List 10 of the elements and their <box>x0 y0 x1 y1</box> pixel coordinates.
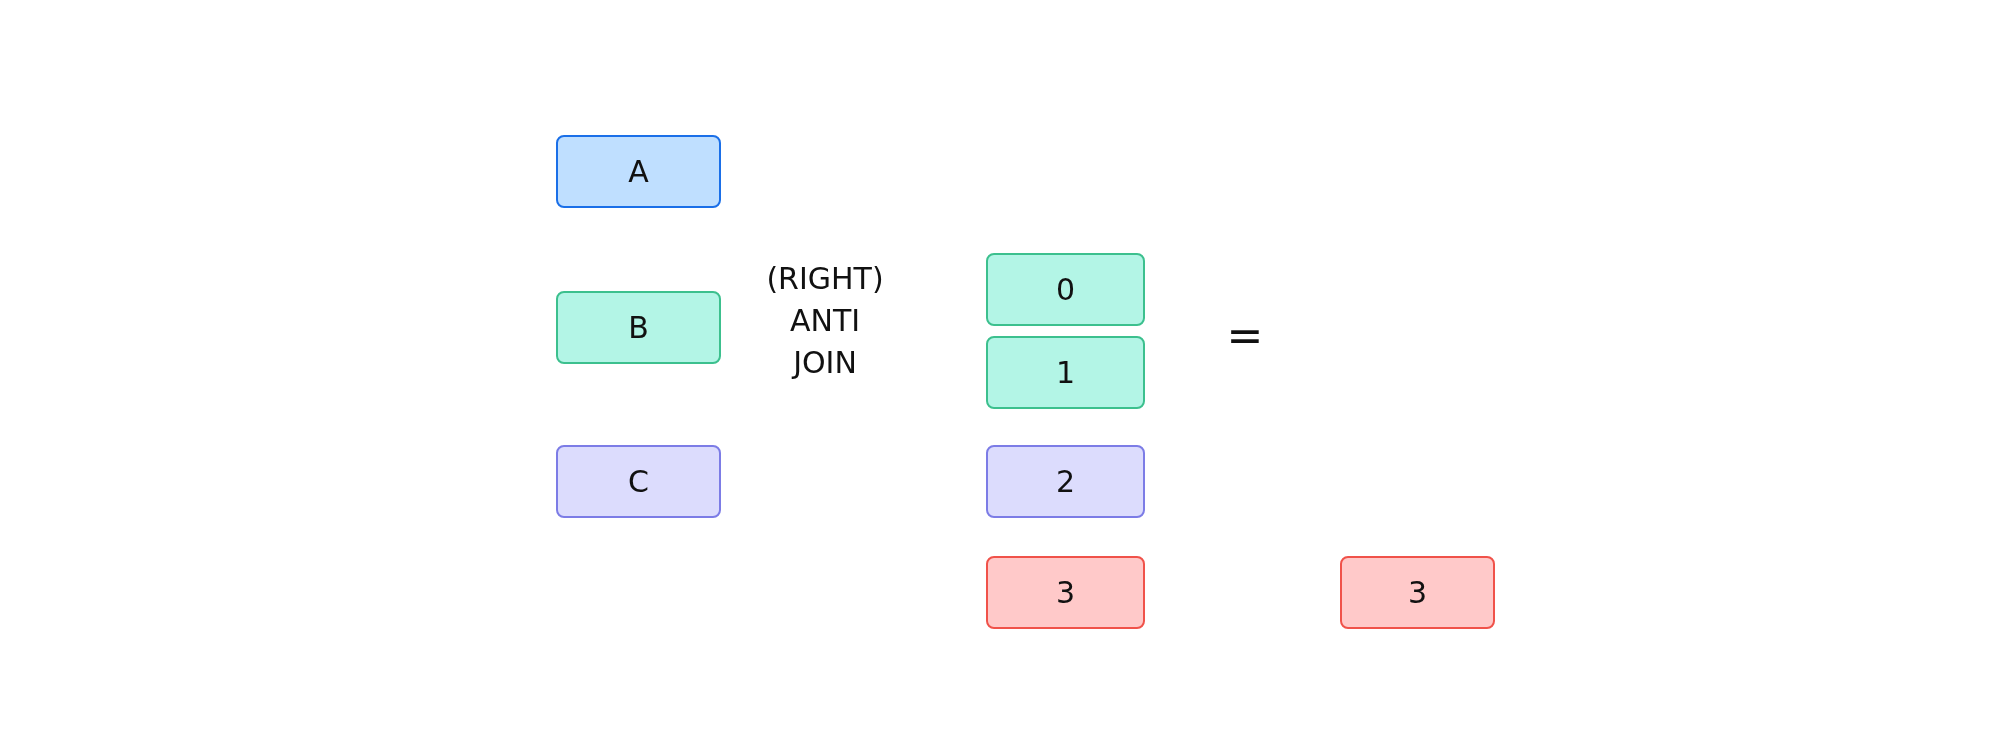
row-box: 1 <box>986 336 1145 409</box>
row-box: 3 <box>986 556 1145 629</box>
table-box: C <box>556 445 721 518</box>
row-box: 2 <box>986 445 1145 518</box>
table-box: B <box>556 291 721 364</box>
row-box: 3 <box>1340 556 1495 629</box>
operation-label: (RIGHT) ANTI JOIN <box>765 260 885 382</box>
row-box: 0 <box>986 253 1145 326</box>
table-box: A <box>556 135 721 208</box>
equals-sign: = <box>1225 309 1265 363</box>
